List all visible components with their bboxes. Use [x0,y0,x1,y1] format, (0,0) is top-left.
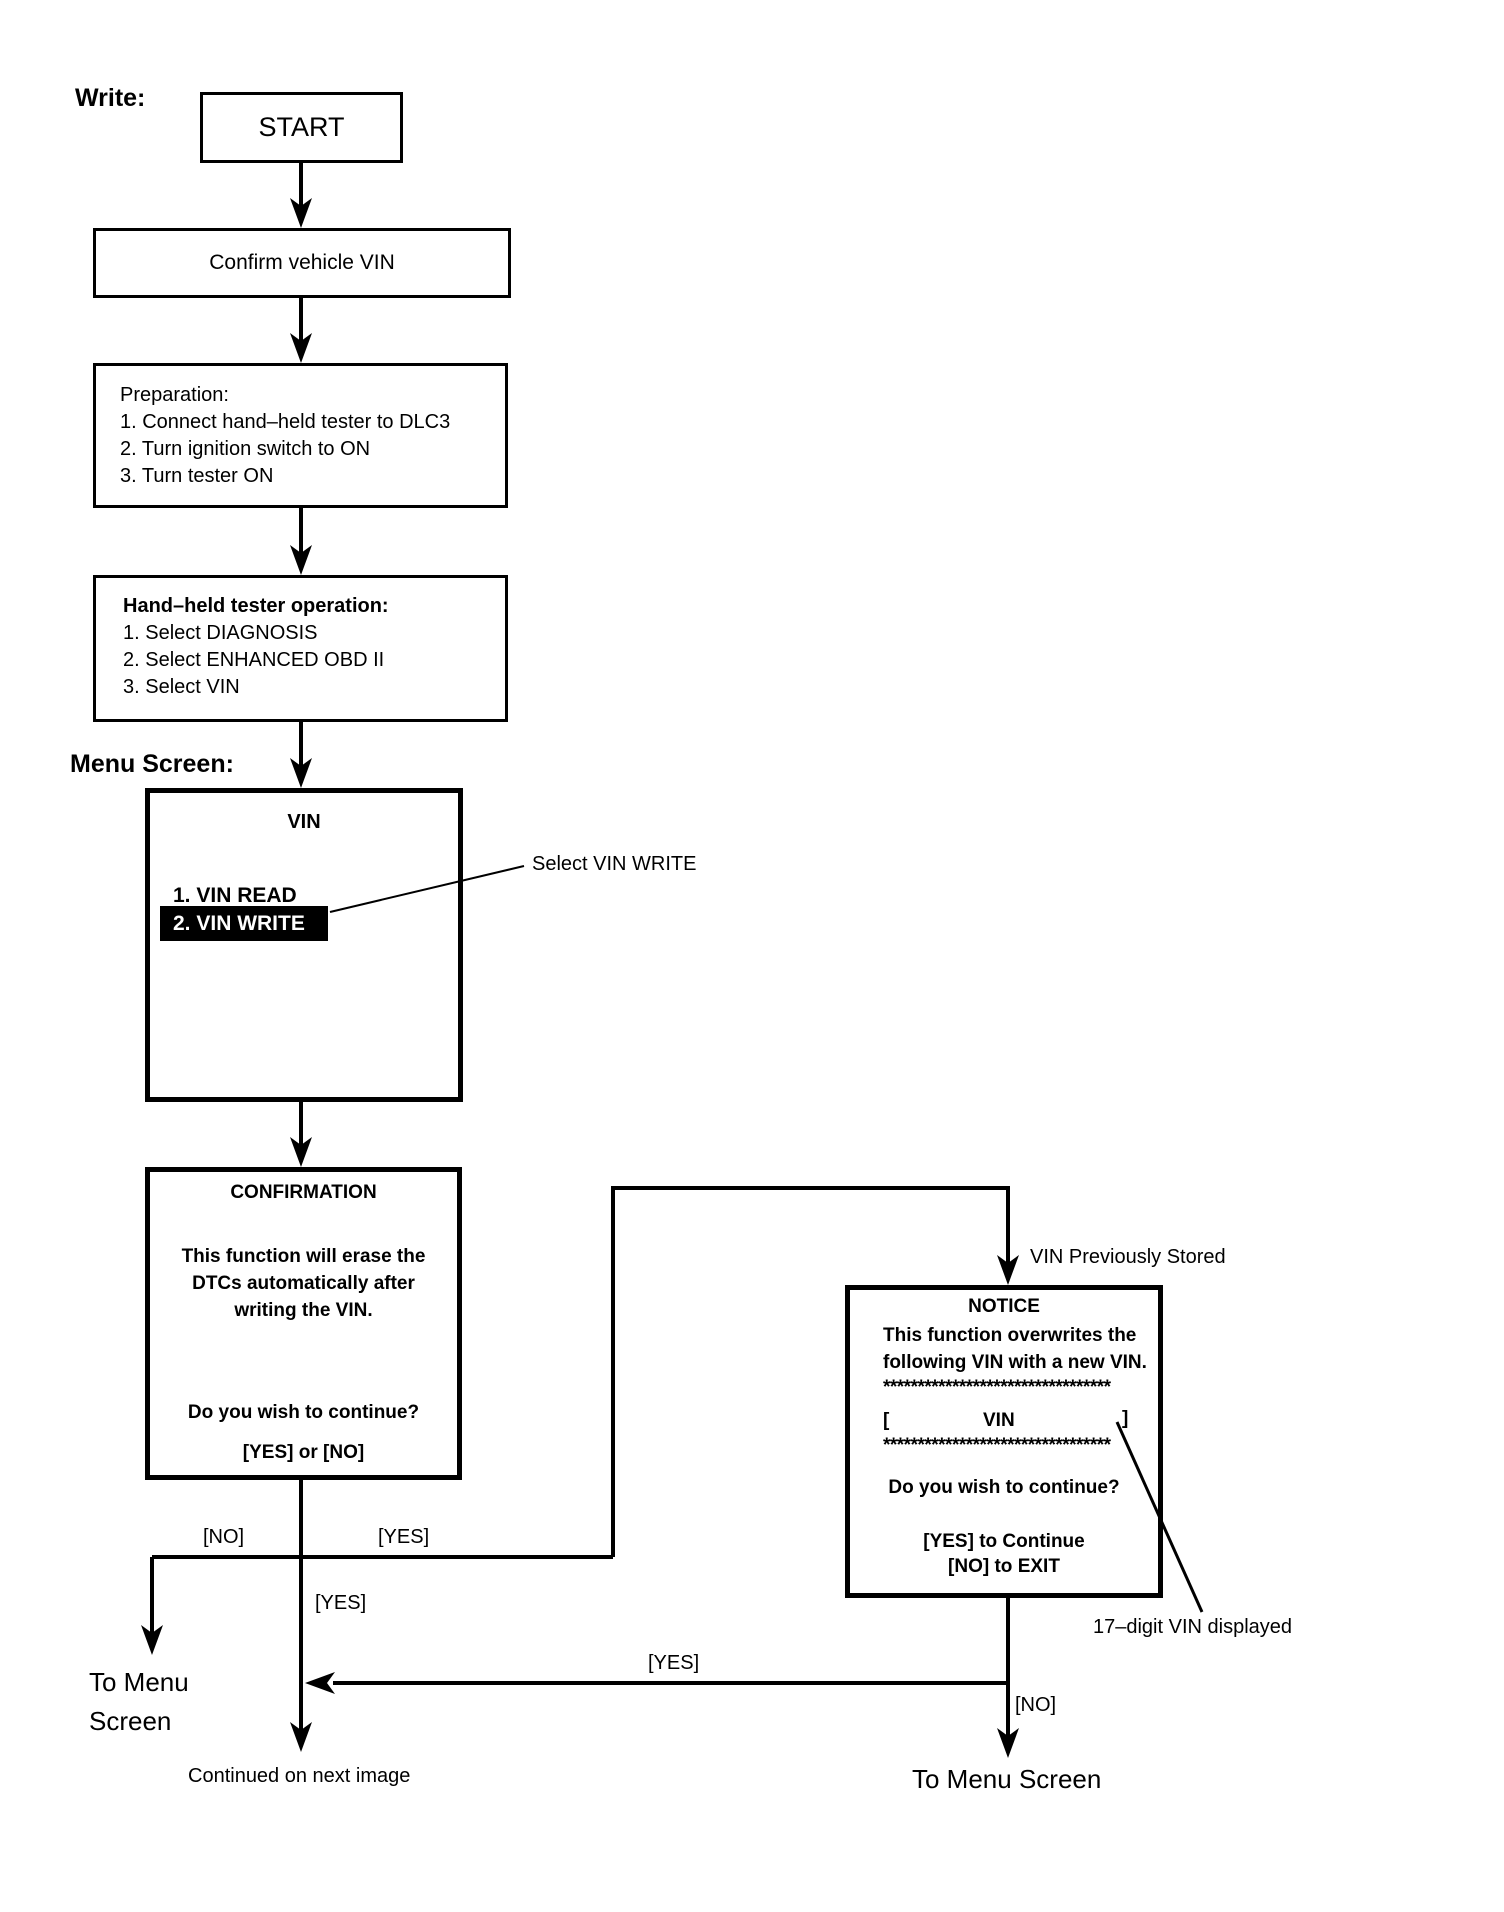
vin-menu-title: VIN [287,811,321,833]
confirmation-body-3: writing the VIN. [234,1300,373,1321]
confirmation-question: Do you wish to continue? [187,1402,420,1423]
start-node: START [200,92,403,163]
vin-previously-stored-label: VIN Previously Stored [1030,1246,1226,1268]
tester-operation-step-2: 2. Select ENHANCED OBD II [123,649,385,671]
write-section-label: Write: [75,84,146,112]
branch-no-label-notice: [NO] [1015,1694,1057,1716]
tester-operation-node: Hand–held tester operation: 1. Select DI… [93,575,508,722]
tester-operation-step-1: 1. Select DIAGNOSIS [123,622,318,644]
confirmation-title: CONFIRMATION [230,1182,377,1203]
branch-yes-label-mid: [YES] [648,1652,700,1674]
notice-stars-top: ********************************* [883,1377,1111,1398]
to-menu-screen-right: To Menu Screen [912,1764,1102,1794]
notice-stars-bottom: ********************************* [883,1435,1111,1456]
menu-screen-label: Menu Screen: [70,750,234,778]
confirm-vin-label: Confirm vehicle VIN [209,251,395,274]
preparation-step-1: 1. Connect hand–held tester to DLC3 [120,411,451,433]
continued-next-image-label: Continued on next image [188,1765,411,1787]
select-vin-write-callout: Select VIN WRITE [532,853,697,875]
to-menu-left-line2: Screen [89,1706,172,1736]
to-menu-screen-left: To Menu Screen [89,1663,189,1741]
notice-title: NOTICE [968,1296,1040,1317]
notice-vin-close-bracket: ] [1122,1408,1129,1429]
vin-menu-item-write-label: 2. VIN WRITE [173,912,305,935]
preparation-step-2: 2. Turn ignition switch to ON [120,438,371,460]
notice-screen: NOTICE This function overwrites the foll… [845,1285,1163,1598]
digit-vin-callout: 17–digit VIN displayed [1093,1616,1293,1638]
confirmation-options: [YES] or [NO] [242,1442,365,1463]
notice-no-line: [NO] to EXIT [948,1556,1060,1577]
branch-no-label-left: [NO] [203,1526,245,1548]
preparation-step-3: 3. Turn tester ON [120,465,274,487]
notice-body-2: following VIN with a new VIN. [883,1352,1147,1373]
branch-yes-label-down: [YES] [315,1592,367,1614]
confirmation-body-2: DTCs automatically after [192,1273,415,1294]
to-menu-left-line1: To Menu [89,1667,189,1697]
confirmation-screen: CONFIRMATION This function will erase th… [145,1167,462,1480]
confirm-vin-node: Confirm vehicle VIN [93,228,511,298]
start-node-label: START [258,112,345,142]
notice-yes-line: [YES] to Continue [923,1531,1085,1552]
vin-menu-screen: VIN 1. VIN READ 2. VIN WRITE [145,788,463,1102]
preparation-title: Preparation: [120,384,229,406]
vin-menu-item-read: 1. VIN READ [173,884,297,907]
vin-menu-item-write-highlighted: 2. VIN WRITE [160,906,328,941]
notice-body-1: This function overwrites the [883,1325,1137,1346]
tester-operation-step-3: 3. Select VIN [123,676,240,698]
notice-vin-value: VIN [983,1410,1015,1431]
branch-yes-label-right: [YES] [378,1526,430,1548]
notice-question: Do you wish to continue? [888,1477,1120,1498]
notice-vin-open-bracket: [ [883,1410,890,1431]
confirmation-body-1: This function will erase the [181,1246,426,1267]
tester-operation-title: Hand–held tester operation: [123,595,389,617]
preparation-node: Preparation: 1. Connect hand–held tester… [93,363,508,508]
